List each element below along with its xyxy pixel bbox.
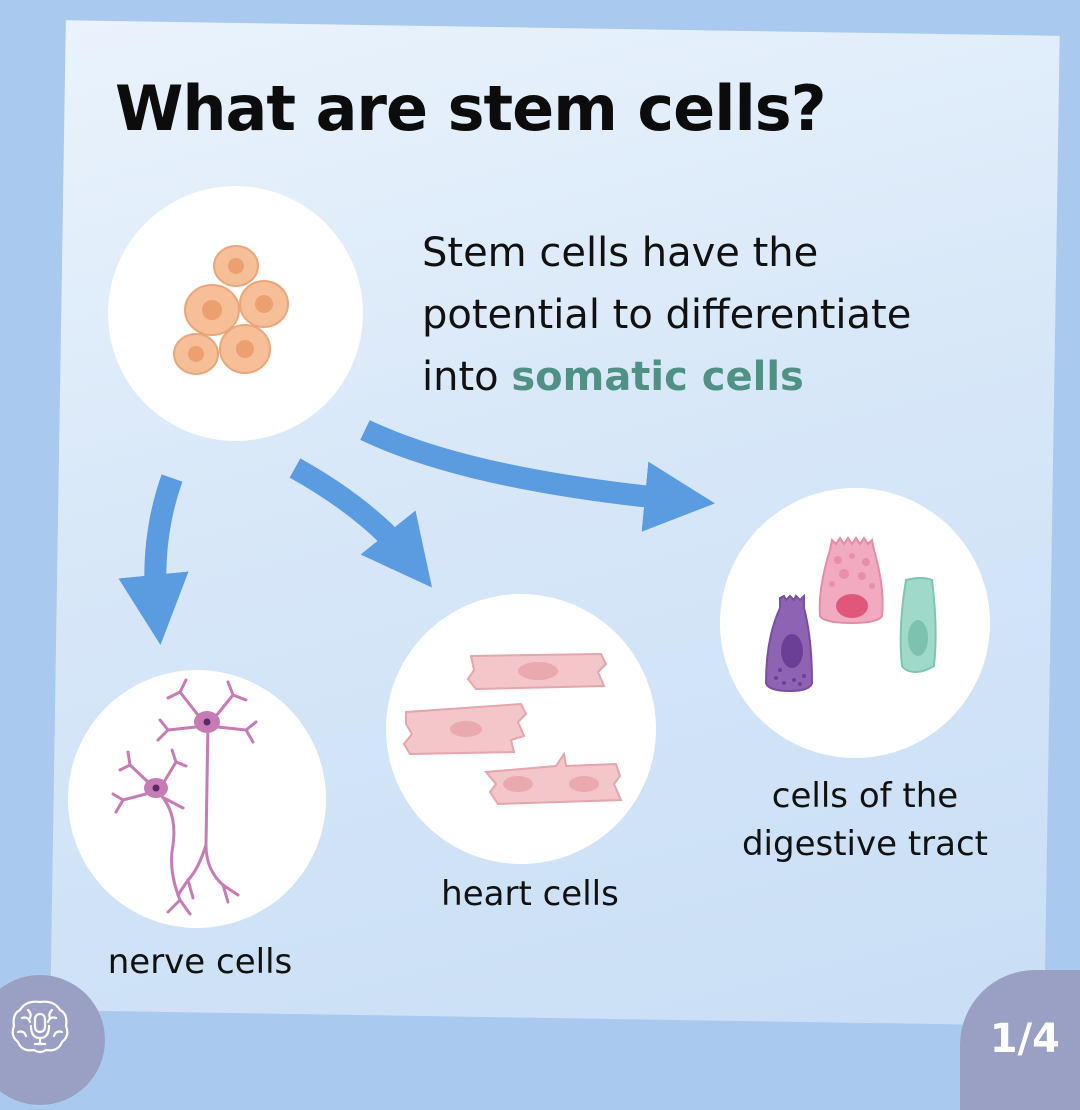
digestive-label-line2: digestive tract [741,824,989,864]
arrow-to-digestive-cells [360,420,716,532]
digestive-cells-illustration [764,536,937,693]
nerve-cells-circle [68,670,326,928]
intro-highlight: somatic cells [511,354,804,400]
intro-text-main: Stem cells have the potential to differe… [422,230,912,400]
differentiation-arrows [118,420,716,646]
stem-cells-illustration [173,245,289,375]
heart-cells-label: heart cells [441,874,619,914]
heart-cells-circle [386,594,656,864]
digestive-cells-label: cells of the digestive tract [720,772,1010,868]
nerve-cells-label: nerve cells [107,942,293,982]
intro-text: Stem cells have the potential to differe… [422,222,982,408]
digestive-label-line1: cells of the [771,776,959,816]
cardiomyocyte-illustration [402,652,623,806]
digestive-cells-circle [720,488,990,758]
brain-microphone-icon [11,1000,69,1054]
page-title: What are stem cells? [115,72,827,145]
arrow-to-nerve-cells [118,474,189,646]
page-indicator: 1/4 [989,1016,1060,1062]
stem-cells-circle [108,186,363,441]
neuron-illustration [111,678,258,916]
arrow-to-heart-cells [289,458,432,588]
